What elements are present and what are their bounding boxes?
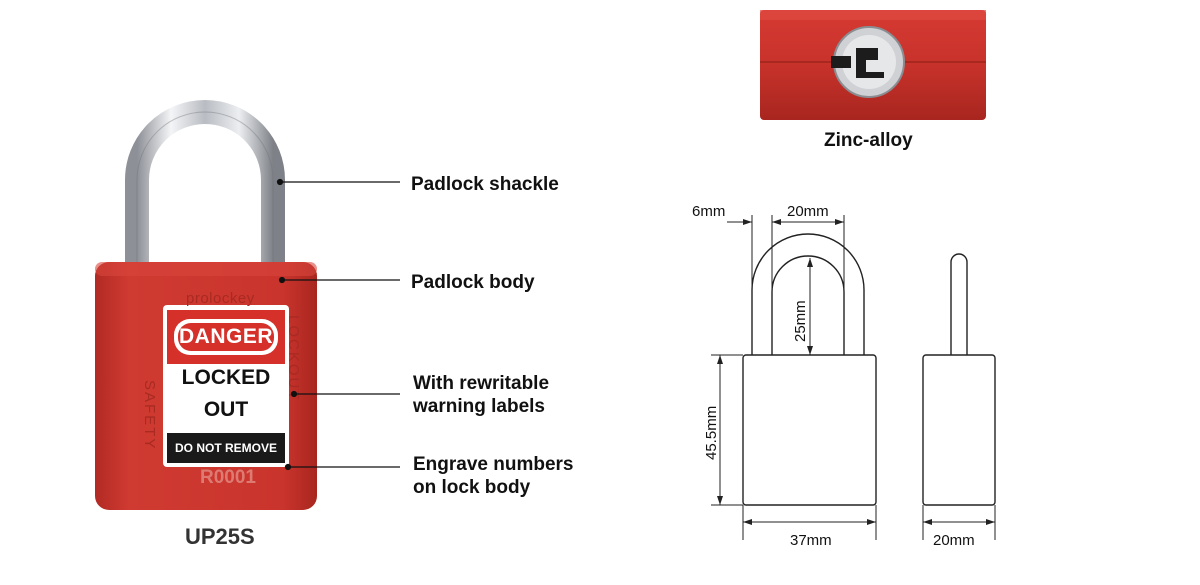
label-locked-text: LOCKED (181, 366, 271, 389)
callout-engrave: Engrave numbers on lock body (413, 453, 574, 499)
callout-labels-line2: warning labels (413, 396, 545, 417)
callout-shackle: Padlock shackle (411, 174, 559, 195)
padlock-shackle (125, 100, 285, 270)
brand-engraving: prolockey (186, 290, 255, 307)
product-model: UP25S (185, 524, 255, 549)
label-footer-text: DO NOT REMOVE (174, 441, 277, 455)
dim-shackle-width: 20mm (787, 203, 829, 220)
callout-body: Padlock body (411, 272, 535, 293)
dim-body-width: 37mm (790, 532, 832, 549)
label-out-text: OUT (203, 398, 249, 421)
dim-body-depth: 20mm (933, 532, 975, 549)
serial-engraving: R0001 (200, 467, 256, 488)
dim-shackle-clearance: 25mm (792, 300, 809, 342)
callout-labels-line1: With rewritable (413, 373, 550, 394)
callout-engrave-line2: on lock body (413, 477, 531, 498)
callout-engrave-line1: Engrave numbers (413, 454, 574, 475)
cylinder-material: Zinc-alloy (824, 130, 913, 151)
label-danger-text: DANGER (178, 325, 273, 348)
dim-shackle-thickness: 6mm (692, 203, 725, 220)
callout-labels: With rewritable warning labels (413, 372, 549, 418)
dim-body-height: 45.5mm (703, 406, 720, 460)
